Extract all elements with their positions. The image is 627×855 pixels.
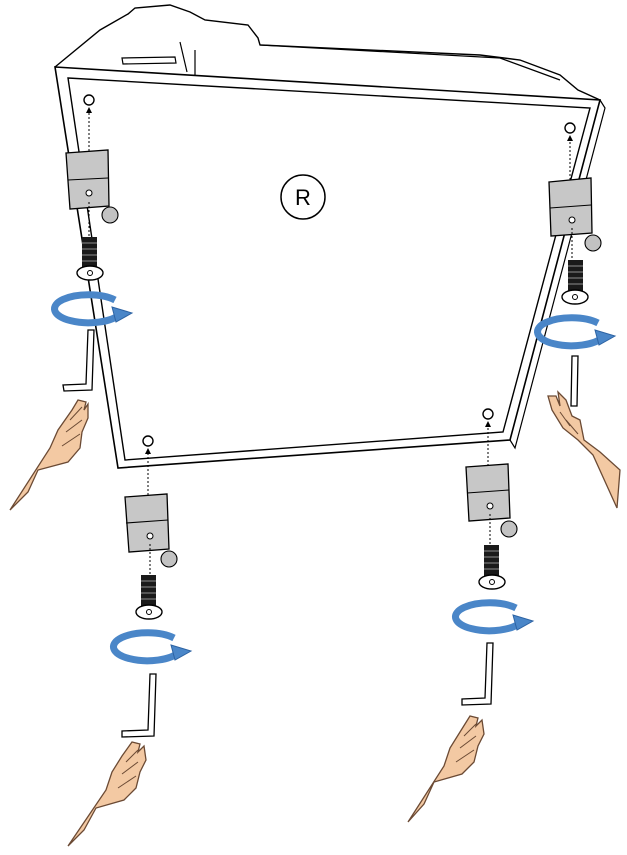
hex-key-icon <box>461 642 494 706</box>
rotate-arrow-icon <box>452 599 535 635</box>
panel-inner <box>67 77 591 461</box>
bracket-seam <box>125 519 169 524</box>
washer-icon <box>500 520 518 538</box>
hex-key-icon <box>121 673 157 738</box>
hand-finger-lines <box>61 406 83 447</box>
mount-hole-icon <box>564 122 576 134</box>
hand-icon <box>67 741 147 847</box>
hand-icon <box>547 390 621 509</box>
hand-finger-lines <box>559 411 579 435</box>
bracket-hole <box>568 216 576 224</box>
screw-icon <box>561 260 589 305</box>
bracket-hole <box>146 532 154 540</box>
bracket-seam <box>466 489 510 494</box>
panel-label: R <box>295 185 311 210</box>
washer-icon <box>101 206 119 224</box>
bracket-icon <box>124 493 170 553</box>
rotate-arrow-icon <box>110 629 193 665</box>
bracket-icon <box>465 463 511 522</box>
panel-label-circle <box>280 174 326 220</box>
mount-hole-icon <box>83 94 95 106</box>
device-top-housing <box>54 4 601 101</box>
hex-key-icon <box>570 355 579 407</box>
step-front-left <box>9 94 134 511</box>
step-rear-right <box>407 408 535 823</box>
device-slot <box>121 56 177 65</box>
mount-hole-icon <box>142 435 154 447</box>
bracket-hole <box>85 189 93 197</box>
bracket-seam <box>549 204 592 209</box>
hand-icon <box>9 399 89 511</box>
screw-icon <box>135 575 163 620</box>
device-panel: R <box>54 4 606 469</box>
hex-key-icon <box>62 329 95 392</box>
bracket-hole <box>486 502 494 510</box>
screw-icon <box>478 545 506 590</box>
step-front-right <box>534 122 621 509</box>
washer-icon <box>160 550 178 568</box>
rotate-arrow-icon <box>534 314 617 350</box>
panel-side <box>509 99 606 450</box>
washer-icon <box>584 234 602 252</box>
bracket-seam <box>67 177 109 181</box>
device-top-ridge <box>179 41 561 81</box>
hand-finger-lines <box>455 723 477 763</box>
mount-hole-icon <box>482 408 494 420</box>
hand-icon <box>407 715 485 823</box>
hand-finger-lines <box>117 749 139 789</box>
screw-icon <box>76 237 104 281</box>
rotate-arrow-icon <box>51 291 134 327</box>
step-rear-left <box>67 435 193 847</box>
